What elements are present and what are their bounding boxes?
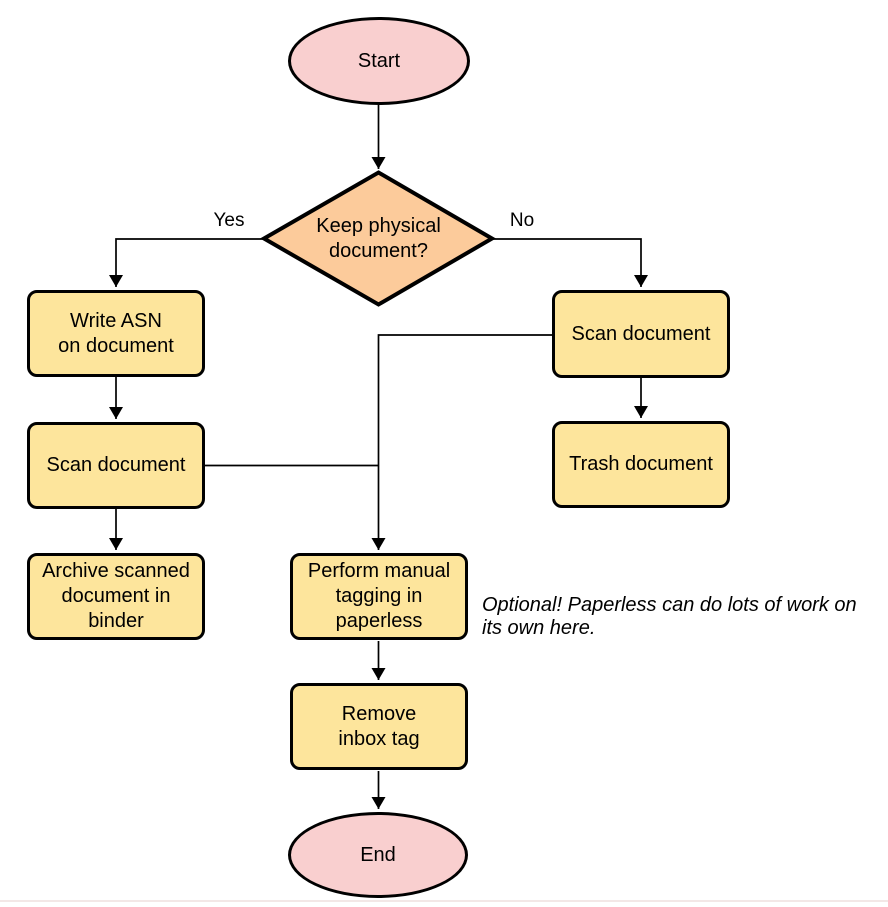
- node-end-label: End: [360, 843, 396, 866]
- edge-decision-no-to-scan-right: [492, 238, 648, 287]
- edge-label-no: No: [509, 210, 535, 231]
- node-remove-inbox-tag: Remove inbox tag: [290, 683, 468, 770]
- node-manual-tagging: Perform manual tagging in paperless: [290, 553, 468, 640]
- node-write-asn: Write ASN on document: [27, 290, 205, 377]
- node-scan-document-left: Scan document: [27, 422, 205, 509]
- edge-label-yes: Yes: [213, 210, 245, 231]
- node-scan-document-right-label: Scan document: [571, 322, 711, 345]
- node-archive-binder-label: Archive scanned document in binder: [42, 560, 190, 632]
- node-remove-inbox-tag-label: Remove inbox tag: [338, 702, 420, 750]
- node-manual-tagging-label: Perform manual tagging in paperless: [307, 560, 451, 632]
- node-scan-document-left-label: Scan document: [46, 454, 186, 476]
- node-scan-document-right: Scan document: [552, 290, 730, 378]
- node-decision: Keep physical document?: [288, 213, 469, 265]
- node-start: Start: [288, 17, 470, 105]
- node-write-asn-label: Write ASN on document: [58, 309, 174, 357]
- decision-diamond-shape: [259, 170, 496, 307]
- node-trash-document-label: Trash document: [569, 453, 713, 475]
- node-start-label: Start: [357, 49, 401, 72]
- optional-note: Optional! Paperless can do lots of work …: [482, 594, 857, 639]
- node-trash-document: Trash document: [552, 421, 730, 508]
- node-decision-label: Keep physical document?: [316, 215, 441, 262]
- node-archive-binder: Archive scanned document in binder: [27, 553, 205, 640]
- edge-decision-yes-to-write-asn: [109, 238, 264, 287]
- node-end: End: [288, 812, 468, 898]
- bottom-divider: [0, 900, 888, 902]
- edge-scan-right-to-tagging: [371, 334, 552, 550]
